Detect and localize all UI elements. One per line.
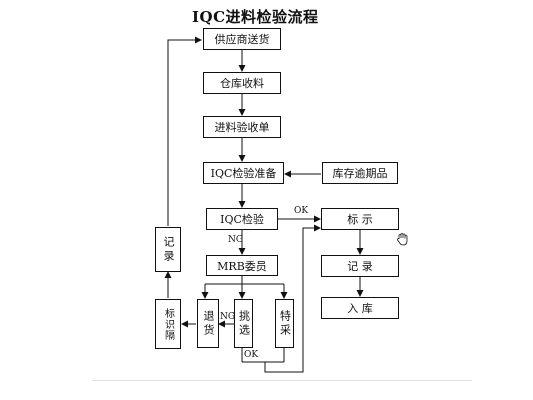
edge-label-ng-main: NG [228, 235, 244, 245]
node-warehouse-receive: 仓库收料 [203, 72, 281, 94]
arrow-record-to-supplier [167, 36, 202, 226]
node-record-right: 记 录 [321, 255, 399, 277]
node-mark: 标 示 [321, 208, 399, 230]
node-store: 入 库 [321, 297, 399, 319]
node-record-left: 记录 [155, 227, 181, 272]
node-incoming-slip: 进料验收单 [203, 116, 281, 138]
node-overdue-stock: 库存逾期品 [322, 162, 398, 184]
node-mark-isolate: 标识隔 [155, 299, 181, 349]
node-special: 特采 [275, 299, 294, 348]
node-iqc-inspect: IQC检验 [206, 208, 278, 230]
node-iqc-prepare: IQC检验准备 [203, 162, 284, 184]
edge-label-ng-sort: NG [220, 312, 236, 322]
divider-line [92, 380, 472, 381]
edge-label-ok-bottom: OK [244, 350, 259, 360]
node-sort: 挑选 [234, 299, 253, 348]
node-mrb: MRB委员 [206, 255, 278, 276]
hand-cursor-icon [396, 232, 410, 250]
node-supplier-delivery: 供应商送货 [203, 28, 281, 50]
edge-label-ok-top: OK [294, 206, 309, 216]
node-return-goods: 退货 [197, 299, 219, 348]
page-title: IQC进料检验流程 [192, 8, 319, 26]
